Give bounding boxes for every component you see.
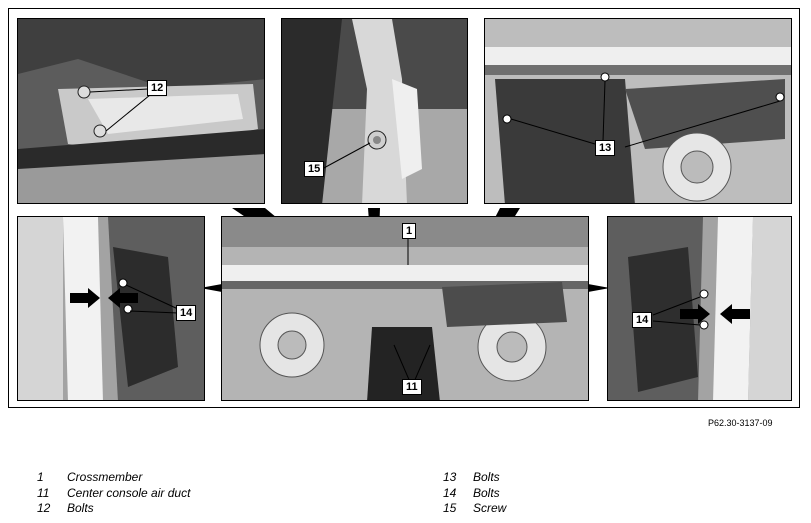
callout-14-right: 14 <box>632 312 653 328</box>
callout-11: 11 <box>402 379 422 395</box>
detail-panel-center: 1 11 <box>221 216 589 401</box>
callout-12: 12 <box>147 80 168 96</box>
callout-13: 13 <box>595 140 616 156</box>
detail-panel-top-right: 13 <box>484 18 792 204</box>
detail-panel-top-middle: 15 <box>281 18 468 204</box>
detail-panel-middle-right: 14 <box>607 216 792 401</box>
callout-1: 1 <box>402 223 417 239</box>
reference-code: P62.30-3137-09 <box>708 418 773 428</box>
detail-panel-middle-left: 14 <box>17 216 205 401</box>
detail-panel-top-left: 12 <box>17 18 265 204</box>
callout-14-left: 14 <box>176 305 197 321</box>
callout-15: 15 <box>304 161 325 177</box>
